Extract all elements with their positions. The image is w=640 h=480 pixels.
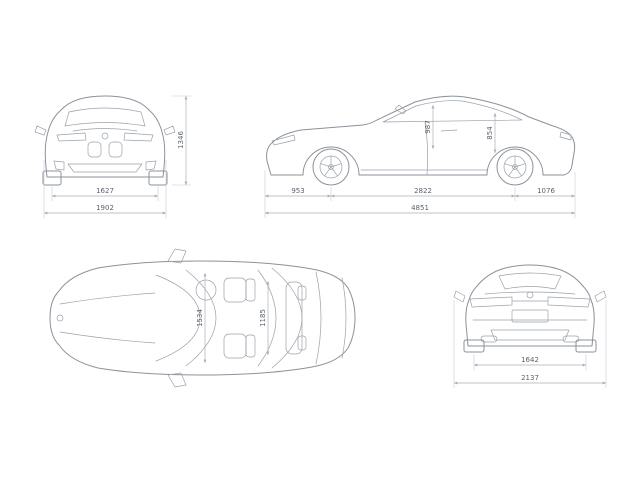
top-rear-edge: [341, 277, 347, 359]
dim-label-rear-headroom: 854: [486, 126, 494, 140]
top-roundel: [56, 314, 64, 322]
side-view: 987 854: [266, 95, 576, 186]
dim-side-front-overhang: 953: [264, 170, 332, 218]
dim-label-front-interior-width: 1534: [196, 309, 204, 327]
dim-front-track: 1627: [51, 186, 159, 201]
kidney-grille-left: [87, 141, 102, 158]
front-mirrors: [34, 125, 176, 136]
rear-diffuser: [490, 329, 570, 341]
dim-side-length: 4851: [265, 204, 575, 215]
front-body-outline: [44, 95, 166, 178]
side-mirror: [394, 104, 407, 115]
rear-window: [498, 272, 562, 290]
side-headlight: [271, 134, 296, 146]
rear-body-outline: [465, 264, 595, 347]
top-body-outline: [49, 260, 356, 376]
license-plate-recess: [511, 309, 549, 323]
rear-mirrors: [453, 290, 607, 303]
dim-label-length: 4851: [411, 204, 429, 212]
dim-side-front-headroom: 987: [424, 105, 435, 149]
front-tire-right: [148, 170, 168, 186]
dim-label-front-overhang: 953: [291, 187, 304, 195]
side-taillight: [559, 131, 572, 141]
front-view: [34, 95, 176, 186]
front-wheel-spokes: [320, 155, 342, 177]
exhaust-right: [562, 335, 580, 343]
kidney-grille-right: [108, 141, 123, 158]
rear-tire-left: [463, 339, 485, 353]
dim-label-front-width: 1902: [96, 204, 114, 212]
top-hood-creases: [59, 292, 156, 344]
rear-view: [453, 264, 607, 353]
dim-side-wheelbase: 2822: [331, 187, 516, 201]
side-body-outline: [266, 95, 576, 176]
rear-tire-right: [575, 339, 597, 353]
dim-label-rear-track: 1642: [521, 356, 539, 364]
side-door-seam: [424, 122, 429, 175]
front-tire-left: [42, 170, 62, 186]
rear-seats: [285, 281, 307, 355]
front-seats: [223, 277, 256, 359]
side-rear-wheel: [496, 148, 534, 186]
top-trunk-seam: [315, 271, 322, 365]
dim-label-front-track: 1627: [96, 187, 114, 195]
top-mirrors: [167, 248, 187, 388]
side-front-wheel: [312, 148, 350, 186]
dim-side-rear-overhang: 1076: [515, 172, 576, 218]
front-roof-windshield: [64, 107, 146, 132]
dim-top-rear-interior-width: 1185: [259, 281, 270, 355]
front-roundel: [101, 132, 109, 140]
dim-front-height: 1346: [172, 95, 191, 186]
front-headlights: [56, 132, 154, 142]
dim-front-width: 1902: [43, 160, 167, 218]
rear-roundel: [526, 291, 534, 299]
rear-wheel-spokes: [504, 155, 526, 177]
side-door-handle: [440, 129, 458, 132]
dim-label-front-headroom: 987: [424, 120, 432, 133]
top-view: 1534 1185: [49, 248, 356, 388]
dim-top-front-interior-width: 1534: [196, 273, 207, 363]
side-greenhouse: [382, 100, 523, 123]
exhaust-left: [480, 335, 498, 343]
dim-label-rear-interior-width: 1185: [259, 309, 267, 327]
dim-rear-track: 1642: [473, 354, 587, 370]
dim-label-wheelbase: 2822: [414, 187, 432, 195]
front-lower-intakes: [53, 160, 157, 173]
top-windshield: [155, 269, 217, 367]
dim-rear-width-with-mirrors: 2137: [453, 300, 607, 388]
rear-taillights: [469, 296, 591, 308]
dim-label-front-height: 1346: [177, 131, 185, 149]
dim-label-rear-overhang: 1076: [537, 187, 555, 195]
dim-side-rear-headroom: 854: [486, 113, 497, 153]
dim-label-rear-width-mirrors: 2137: [521, 374, 539, 382]
